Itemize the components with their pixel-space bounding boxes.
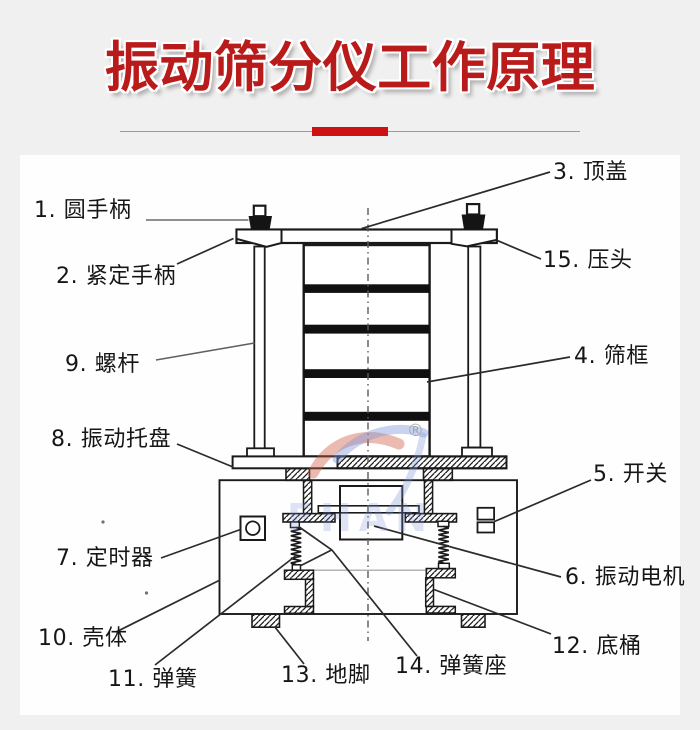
vibration-tray	[231, 455, 508, 482]
speck-dot-1	[101, 520, 105, 524]
label-spring-seat: 14. 弹簧座	[395, 654, 508, 679]
label-switch: 5. 开关	[593, 462, 668, 487]
watermark-letters: FHAN	[287, 496, 434, 540]
leader-spring-seat	[298, 525, 418, 657]
speck-dot-2	[144, 591, 149, 595]
watermark-blue-tail	[385, 432, 427, 516]
screw-rod-right	[461, 245, 493, 458]
press-head-left	[235, 228, 283, 248]
sieve-frame-rims	[303, 284, 430, 421]
leader-screw-rod	[155, 342, 255, 361]
leader-press-head	[496, 239, 542, 260]
leader-switch	[494, 479, 592, 523]
spring-plate-right	[404, 512, 458, 523]
label-press-head: 15. 压头	[543, 248, 633, 273]
watermark-blue-swoosh	[332, 424, 429, 464]
label-bottom-barrel: 12. 底桶	[552, 634, 642, 659]
screw-rod-left	[246, 245, 275, 458]
label-round-handle: 1. 圆手柄	[34, 198, 132, 223]
label-sieve-frame: 4. 筛框	[574, 344, 649, 369]
title-divider-accent	[312, 127, 388, 136]
foot-right	[460, 613, 486, 629]
leader-sieve-frame	[426, 356, 571, 383]
spring-plate-left	[282, 512, 336, 523]
label-timer: 7. 定时器	[56, 546, 154, 571]
label-vibration-tray: 8. 振动托盘	[51, 427, 172, 452]
leader-lines	[115, 171, 592, 666]
watermark-red-swoosh	[307, 432, 405, 479]
label-locking-handle: 2. 紧定手柄	[56, 264, 177, 289]
leader-housing	[115, 579, 221, 633]
round-handle-right	[461, 203, 486, 230]
foot-left	[251, 613, 281, 629]
leader-vibration-motor	[373, 525, 562, 578]
leader-locking-handle	[176, 237, 234, 265]
leader-timer	[160, 528, 241, 559]
leader-top-cover	[361, 171, 551, 230]
label-screw-rod: 9. 螺杆	[65, 352, 140, 377]
label-foot: 13. 地脚	[281, 663, 371, 688]
round-handle-left	[248, 204, 272, 230]
label-vibration-motor: 6. 振动电机	[565, 565, 686, 590]
machine-drawing	[218, 203, 518, 629]
brand-watermark: FHAN ®	[287, 421, 434, 540]
label-top-cover: 3. 顶盖	[553, 160, 628, 185]
sieve-stack	[302, 243, 431, 458]
barrel-bracket-left	[283, 569, 315, 615]
switch	[476, 506, 496, 534]
registered-mark: ®	[407, 421, 424, 441]
leader-bottom-barrel	[433, 588, 552, 635]
page-title: 振动筛分仪工作原理	[104, 36, 596, 99]
barrel-bracket-right	[424, 567, 457, 614]
leader-vibration-tray	[176, 443, 234, 468]
label-housing: 10. 壳体	[38, 626, 128, 651]
leader-spring	[154, 555, 297, 666]
housing-box	[218, 479, 518, 615]
leader-foot	[273, 625, 305, 665]
press-head-right	[450, 228, 498, 248]
label-spring: 11. 弹簧	[108, 667, 198, 692]
timer	[239, 515, 266, 541]
